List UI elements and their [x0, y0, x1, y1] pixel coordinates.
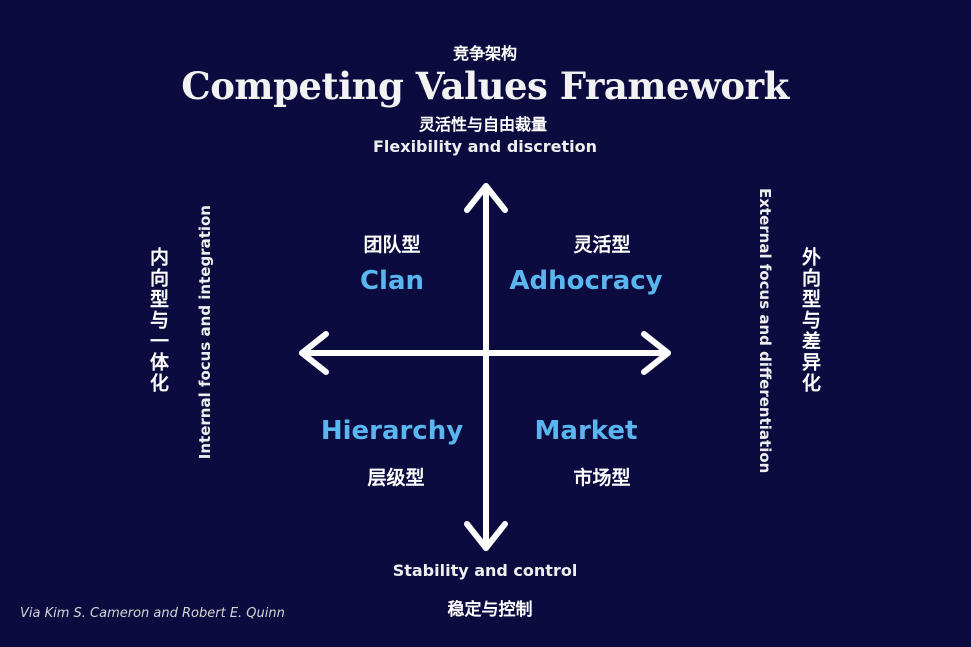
hierarchy-label-chinese: 层级型 [367, 467, 425, 489]
adhocracy-label: Adhocracy [509, 266, 663, 296]
arrowhead-right [641, 331, 671, 375]
clan-label: Clan [359, 266, 425, 296]
clan-label-chinese: 团队型 [363, 234, 421, 256]
market-label-chinese: 市场型 [573, 467, 631, 489]
arrowhead-up [464, 183, 508, 213]
bottom-axis-label-chinese: 稳定与控制 [447, 600, 533, 620]
adhocracy-label-chinese: 灵活型 [573, 234, 631, 256]
right-axis-label-chinese: 外向型与差异化 [799, 247, 821, 394]
left-axis-label-chinese: 内向型与一体化 [147, 247, 169, 394]
top-axis-label: Flexibility and discretion [372, 137, 598, 156]
top-axis-label-chinese: 灵活性与自由裁量 [418, 115, 548, 134]
title-english: Competing Values Framework [181, 64, 789, 108]
credit-text: Via Kim S. Cameron and Robert E. Quinn [20, 606, 285, 621]
market-label: Market [534, 416, 638, 446]
left-axis-label: Internal focus and integration [196, 205, 214, 460]
hierarchy-label: Hierarchy [320, 416, 464, 446]
right-axis-label: External focus and differentiation [756, 188, 774, 474]
bottom-axis-label: Stability and control [392, 561, 578, 580]
title-chinese: 竞争架构 [452, 44, 518, 63]
arrowhead-down [464, 521, 508, 551]
arrowhead-left [299, 331, 329, 375]
